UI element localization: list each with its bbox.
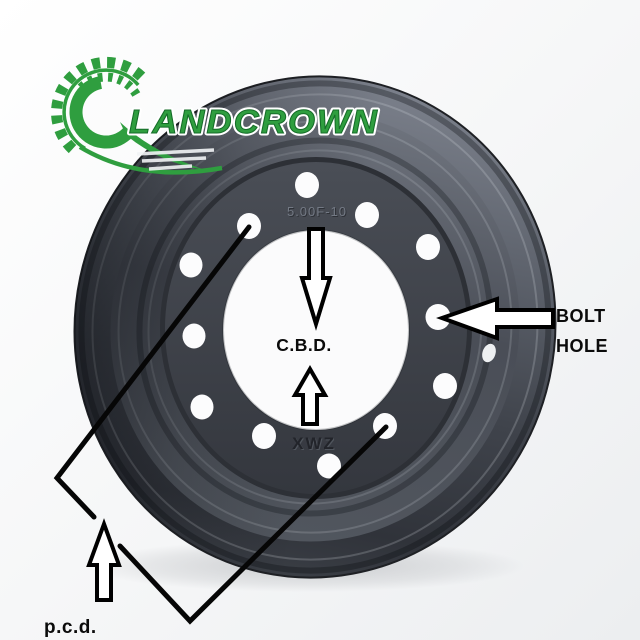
bolt-hole-circle [179, 172, 457, 479]
bolt-hole [182, 323, 206, 349]
rim-stamp-marking-highlight: XWZ [293, 435, 337, 454]
tire-body-crescent [69, 76, 134, 149]
brand-name-halo: LANDCROWN [129, 103, 379, 140]
speed-line [141, 156, 207, 163]
speed-lines [136, 148, 215, 171]
bolt-hole [190, 394, 214, 420]
bolt-hole [295, 172, 319, 198]
bolt-hole [317, 453, 341, 479]
bolt-hole-label-line1: BOLT [556, 306, 606, 326]
landcrown-logo: LANDCROWN LANDCROWN [51, 56, 380, 175]
cbd-label: C.B.D. [276, 335, 332, 355]
cbd-arrow-up-icon [291, 364, 329, 426]
bolt-hole [179, 252, 203, 278]
tire-outline-arc [62, 68, 140, 150]
pcd-leader-line-upper [53, 224, 252, 520]
bolt-hole-arrow-left-icon [436, 296, 555, 341]
tire-icon [51, 56, 223, 175]
valve-hole [482, 343, 496, 363]
pcd-leader-line-lower [117, 424, 389, 625]
rim-size-marking-shadow: 5.00F-10 [288, 205, 348, 220]
brand-name: LANDCROWN [129, 103, 379, 140]
tire-tread-blocks [51, 56, 146, 156]
tire-swoosh [78, 145, 223, 175]
bolt-hole [252, 423, 276, 449]
bolt-hole [425, 304, 451, 330]
bolt-hole-label-line2: HOLE [556, 336, 608, 356]
annotation-arrows [86, 227, 555, 602]
bolt-hole [416, 234, 440, 260]
pcd-leader-lines [53, 224, 389, 625]
bolt-hole [355, 202, 379, 228]
cbd-arrow-down-icon [299, 227, 333, 331]
rim-stamp-marking: XWZ [292, 434, 336, 453]
pcd-arrow-up-icon [86, 518, 122, 602]
speed-line [148, 164, 193, 171]
pcd-label: p.c.d. [44, 617, 97, 638]
tire-inner-tread-marks [75, 72, 141, 97]
rim-size-marking: 5.00F-10 [287, 204, 347, 219]
speed-line [136, 148, 215, 156]
bolt-hole [433, 373, 457, 399]
